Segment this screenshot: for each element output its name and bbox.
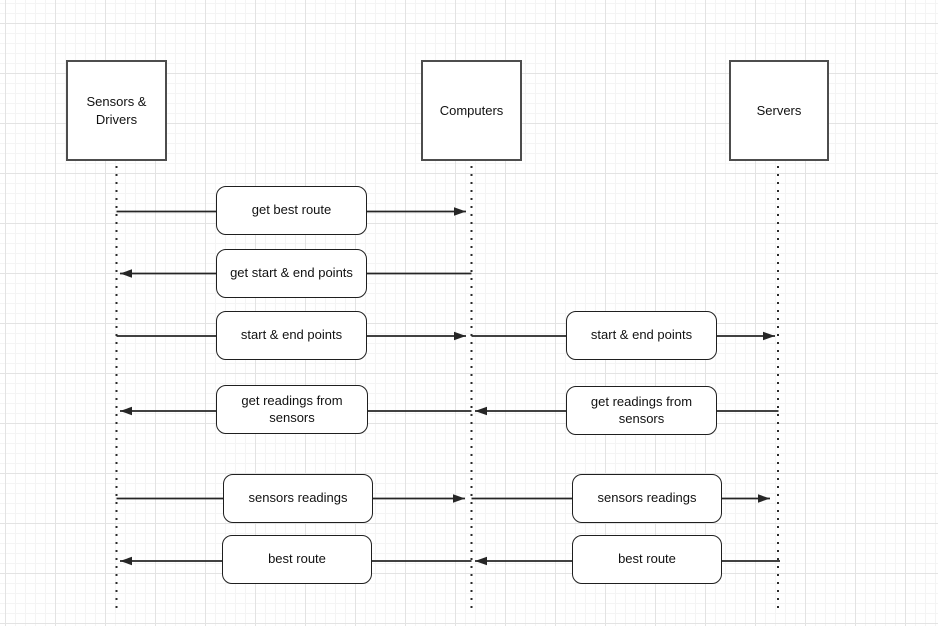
message-label-get-best-route[interactable]: get best route — [216, 186, 367, 235]
actor-box-servers[interactable]: Servers — [729, 60, 829, 161]
actor-box-computers[interactable]: Computers — [421, 60, 522, 161]
message-label-get-readings-1[interactable]: get readings from sensors — [216, 385, 368, 434]
message-label-start-end-points-2[interactable]: start & end points — [566, 311, 717, 360]
message-label-sensors-readings-1[interactable]: sensors readings — [223, 474, 373, 523]
message-label-get-readings-2[interactable]: get readings from sensors — [566, 386, 717, 435]
message-label-best-route-2[interactable]: best route — [572, 535, 722, 584]
message-label-sensors-readings-2[interactable]: sensors readings — [572, 474, 722, 523]
actor-box-sensors-drivers[interactable]: Sensors & Drivers — [66, 60, 167, 161]
message-label-best-route-1[interactable]: best route — [222, 535, 372, 584]
message-label-start-end-points-1[interactable]: start & end points — [216, 311, 367, 360]
message-label-get-start-end-points[interactable]: get start & end points — [216, 249, 367, 298]
